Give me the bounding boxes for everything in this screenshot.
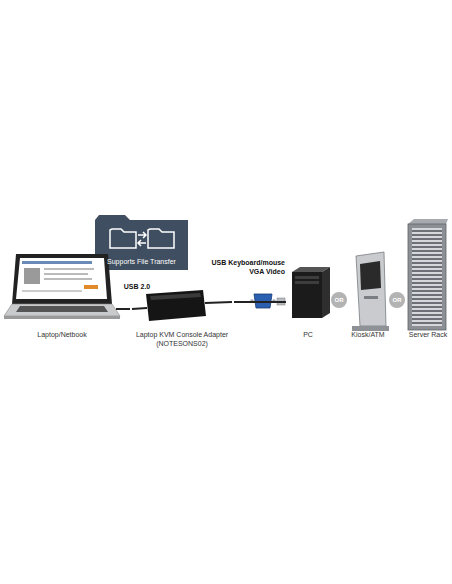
webpage-line: [44, 268, 94, 270]
node-label: Laptop KVM Console Adapter (NOTESONS02): [130, 331, 234, 348]
node-label: Laptop/Netbook: [37, 331, 86, 340]
webpage-line: [44, 273, 88, 275]
device-label-box: PC: [286, 266, 330, 339]
webpage-line: [44, 278, 92, 280]
webpage-line: [22, 290, 82, 292]
webpage-image: [24, 268, 40, 284]
or-text: OR: [393, 297, 402, 304]
cable-line: [120, 308, 130, 310]
laptop-keyboard: [16, 306, 108, 312]
cable-label: USB Keyboard/mouse VGA Video: [196, 259, 285, 276]
feature-box: Supports File Transfer: [95, 216, 188, 270]
adapter-box: Laptop KVM Console Adapter (NOTESONS02): [130, 282, 234, 348]
cable-connector: [234, 302, 286, 303]
kiosk-base: [352, 326, 389, 331]
device-label-box: Laptop/Netbook: [4, 252, 120, 339]
device-label-box: Server Rack: [406, 218, 450, 339]
node-label: Kiosk/ATM: [351, 331, 384, 340]
console-cable: [205, 302, 232, 303]
rack-top: [408, 219, 448, 224]
cable-label: USB 2.0: [120, 283, 154, 292]
folder-icon: [110, 229, 136, 248]
pc-front: [292, 272, 322, 318]
node-label: Supports File Transfer: [107, 258, 176, 266]
or-text: OR: [335, 297, 344, 304]
rack-cabinet: [408, 224, 446, 330]
or-circle: OR: [389, 292, 405, 308]
adapter-highlight: [150, 293, 201, 300]
webpage-button: [84, 285, 98, 289]
usb-cable: [132, 308, 147, 309]
device-label-box: Kiosk/ATM: [348, 250, 388, 339]
cable-line: [234, 301, 286, 303]
laptop-base: [4, 304, 120, 316]
pc-side: [322, 267, 330, 318]
laptop-edge: [4, 316, 120, 319]
adapter-body: [146, 290, 206, 321]
folder-icon: [148, 229, 174, 248]
or-circle: OR: [331, 292, 347, 308]
laptop-screen: [16, 258, 107, 299]
kiosk-slot: [364, 296, 378, 299]
drive-bay: [295, 276, 319, 279]
rack-servers: [412, 228, 442, 326]
kiosk-screen: [360, 261, 381, 290]
laptop-screen-frame: [12, 254, 112, 304]
drive-bay: [295, 281, 319, 284]
file-transfer-panel: [95, 215, 188, 270]
webpage-bar: [22, 261, 92, 264]
transfer-arrow: [138, 232, 146, 238]
usb-cable: [116, 308, 120, 310]
node-label: Server Rack: [409, 331, 448, 340]
cable-connector: [120, 309, 130, 310]
node-label: PC: [303, 331, 313, 340]
transfer-arrow: [138, 240, 146, 246]
kiosk-body: [356, 252, 386, 326]
